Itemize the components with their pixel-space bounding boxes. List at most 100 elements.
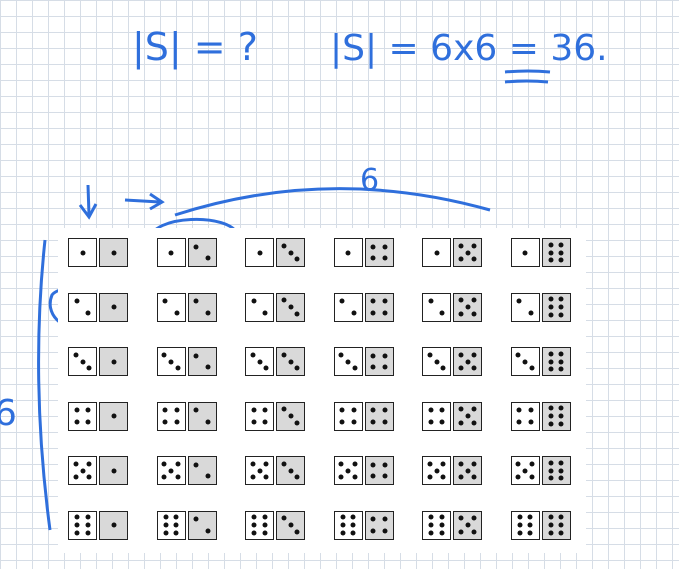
pip bbox=[175, 474, 181, 480]
pip bbox=[522, 468, 528, 473]
pip bbox=[558, 413, 564, 419]
dice-pair-5-2 bbox=[156, 456, 217, 485]
pip bbox=[548, 421, 554, 427]
pip bbox=[350, 530, 356, 536]
pip bbox=[263, 474, 269, 480]
pip bbox=[382, 462, 388, 468]
pip bbox=[111, 304, 116, 310]
pip bbox=[338, 352, 344, 358]
pip bbox=[428, 419, 434, 425]
pip bbox=[558, 257, 564, 263]
second-die-4 bbox=[364, 510, 394, 540]
pip bbox=[351, 419, 357, 425]
dice-pair-6-2 bbox=[156, 510, 217, 540]
second-die-2 bbox=[187, 347, 217, 376]
first-die-3 bbox=[156, 347, 186, 376]
first-die-6 bbox=[422, 510, 451, 540]
pip bbox=[471, 352, 477, 358]
pip bbox=[458, 529, 464, 535]
second-die-1 bbox=[99, 238, 128, 267]
pip bbox=[205, 528, 211, 534]
pip bbox=[548, 359, 554, 364]
pip bbox=[174, 407, 180, 413]
pip bbox=[370, 364, 376, 370]
pip bbox=[471, 311, 477, 317]
dice-pair-6-3 bbox=[245, 510, 305, 540]
pip bbox=[163, 522, 169, 528]
pip bbox=[370, 310, 376, 316]
second-die-4 bbox=[364, 292, 394, 322]
dice-pair-4-6 bbox=[510, 401, 571, 431]
pip bbox=[382, 353, 388, 359]
pip bbox=[548, 522, 554, 528]
pip bbox=[516, 298, 522, 304]
pip bbox=[85, 310, 91, 316]
pip bbox=[440, 365, 446, 371]
pip bbox=[527, 522, 533, 528]
second-die-4 bbox=[364, 456, 394, 485]
dice-pair-1-2 bbox=[156, 238, 217, 267]
first-die-4 bbox=[333, 401, 363, 431]
pip bbox=[558, 475, 564, 481]
first-die-3 bbox=[510, 347, 540, 376]
pip bbox=[558, 359, 564, 364]
first-die-1 bbox=[333, 238, 363, 267]
first-die-4 bbox=[245, 401, 274, 431]
pip bbox=[338, 461, 344, 467]
pip bbox=[163, 530, 169, 536]
dice-pair-4-4 bbox=[333, 401, 394, 431]
pip bbox=[382, 407, 388, 413]
pip bbox=[294, 365, 300, 371]
pip bbox=[173, 530, 179, 536]
first-die-5 bbox=[156, 456, 186, 485]
first-die-2 bbox=[245, 292, 274, 322]
pip bbox=[558, 405, 564, 411]
pip bbox=[80, 468, 85, 473]
pip bbox=[339, 298, 345, 304]
second-die-3 bbox=[276, 238, 305, 267]
pip bbox=[548, 514, 554, 520]
dice-pair-3-6 bbox=[510, 347, 571, 376]
pip bbox=[262, 407, 268, 413]
pip bbox=[440, 474, 446, 480]
pip bbox=[548, 413, 554, 419]
pip bbox=[458, 515, 464, 521]
pip bbox=[471, 297, 477, 303]
pip bbox=[439, 530, 445, 536]
pip bbox=[471, 256, 477, 262]
pip bbox=[458, 406, 464, 412]
second-die-2 bbox=[187, 238, 217, 267]
pip bbox=[548, 460, 554, 466]
pip bbox=[382, 528, 388, 534]
pip bbox=[439, 310, 445, 316]
dice-pair-5-1 bbox=[68, 456, 128, 485]
pip bbox=[517, 530, 523, 536]
pip bbox=[74, 419, 80, 425]
pip bbox=[370, 298, 376, 304]
pip bbox=[193, 353, 199, 359]
pip bbox=[251, 514, 257, 520]
first-die-6 bbox=[68, 510, 97, 540]
pip bbox=[345, 359, 351, 364]
pip bbox=[262, 419, 268, 425]
pip bbox=[281, 297, 287, 303]
second-die-4 bbox=[364, 238, 394, 267]
pip bbox=[352, 365, 358, 371]
pip bbox=[370, 255, 376, 261]
pip bbox=[294, 420, 300, 426]
pip bbox=[382, 244, 388, 250]
pip bbox=[174, 419, 180, 425]
pip bbox=[382, 310, 388, 316]
second-die-1 bbox=[99, 347, 128, 376]
dice-pair-5-5 bbox=[422, 456, 482, 485]
pip bbox=[370, 462, 376, 468]
pip bbox=[370, 528, 376, 534]
pip bbox=[382, 298, 388, 304]
pip bbox=[294, 311, 300, 317]
pip bbox=[173, 514, 179, 520]
dice-pair-4-2 bbox=[156, 401, 217, 431]
second-die-5 bbox=[453, 456, 482, 485]
pip bbox=[251, 522, 257, 528]
pip bbox=[548, 405, 554, 411]
second-die-2 bbox=[187, 456, 217, 485]
